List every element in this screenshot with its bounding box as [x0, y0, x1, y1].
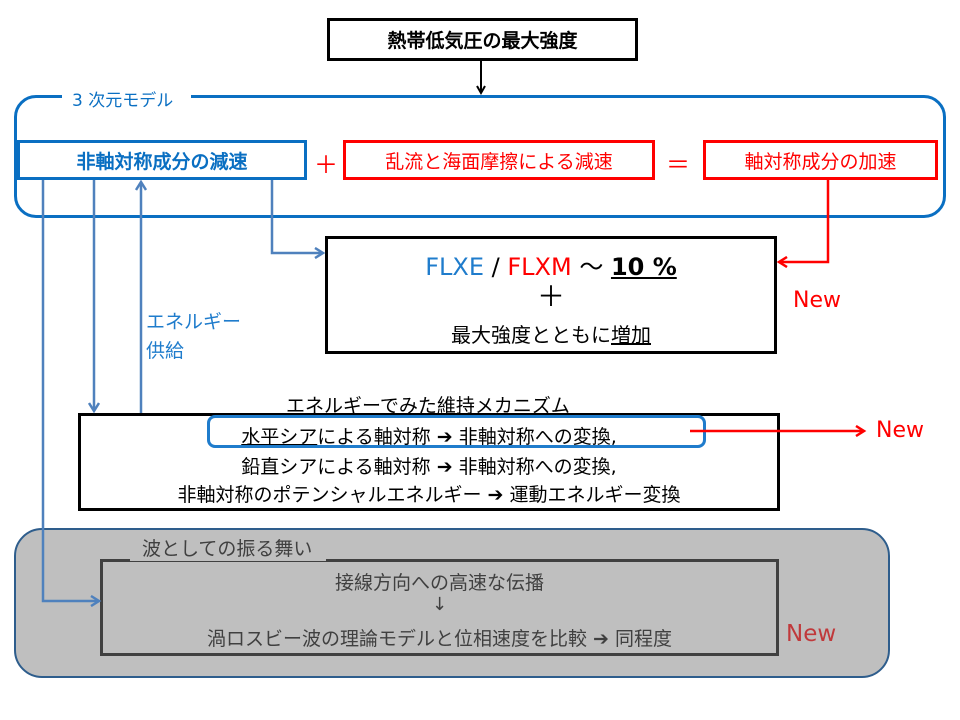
- mechanism-line-horizontal-shear: 水平シアによる軸対称 ➔ 非軸対称への変換,: [81, 422, 777, 449]
- flxm-label: FLXM: [507, 253, 572, 281]
- wave-propagation-line: 接線方向への高速な伝播: [334, 572, 544, 594]
- energy-supply-line1: エネルギー: [146, 311, 242, 333]
- increase-prefix: 最大強度とともに: [451, 323, 611, 347]
- mechanism-line-potential-energy: 非軸対称のポテンシャルエネルギー ➔ 運動エネルギー変換: [177, 484, 681, 506]
- title-text: 熱帯低気圧の最大強度: [387, 30, 578, 52]
- new-tag-mechanism: New: [876, 418, 924, 443]
- turbulence-decel-text: 乱流と海面摩擦による減速: [385, 150, 613, 173]
- approx-sign: 〜: [571, 253, 611, 281]
- horizontal-shear-rest: による軸対称 ➔ 非軸対称への変換,: [317, 426, 617, 448]
- turbulence-decel-box: 乱流と海面摩擦による減速: [343, 140, 655, 180]
- flxe-label: FLXE: [425, 253, 485, 281]
- mechanism-heading: エネルギーでみた維持メカニズム: [286, 395, 570, 417]
- horizontal-shear-highlight: [207, 415, 706, 448]
- wave-behavior-label: 波としての振る舞い: [130, 534, 327, 561]
- flux-ratio-box: FLXE / FLXM 〜 10 % ＋ 最大強度とともに増加: [325, 236, 777, 354]
- sym-accel-box: 軸対称成分の加速: [703, 140, 938, 180]
- asym-decel-text: 非軸対称成分の減速: [76, 150, 248, 173]
- increase-emphasis: 増加: [611, 323, 651, 347]
- energy-supply-line2: 供給: [146, 340, 185, 362]
- mechanism-line-vertical-shear: 鉛直シアによる軸対称 ➔ 非軸対称への変換,: [241, 456, 617, 478]
- plus-sign: ＋: [314, 151, 338, 179]
- increase-line: 最大強度とともに増加: [328, 319, 774, 348]
- energy-supply-label: エネルギー 供給: [146, 308, 241, 366]
- flux-plus-sign: ＋: [536, 280, 565, 313]
- model-group-label: 3 次元モデル: [62, 86, 192, 111]
- slash: /: [484, 253, 508, 281]
- new-tag-wave: New: [786, 621, 837, 647]
- flux-ratio-line: FLXE / FLXM 〜 10 %: [328, 247, 774, 282]
- wave-inner-box: [100, 559, 779, 656]
- title-box: 熱帯低気圧の最大強度: [327, 18, 638, 61]
- percent-value: 10 %: [610, 253, 677, 281]
- wave-down-arrow: ↓: [431, 594, 448, 615]
- horizontal-shear-term: 水平シア: [241, 426, 318, 448]
- asym-decel-box: 非軸対称成分の減速: [17, 140, 307, 180]
- new-tag-flux: New: [793, 288, 841, 313]
- wave-comparison-line: 渦ロスビー波の理論モデルと位相速度を比較 ➔ 同程度: [206, 628, 672, 650]
- model-group-frame: [14, 95, 946, 218]
- sym-accel-text: 軸対称成分の加速: [744, 150, 897, 173]
- equals-sign: ＝: [666, 151, 690, 179]
- mechanism-box: 水平シアによる軸対称 ➔ 非軸対称への変換, 鉛直シアによる軸対称 ➔ 非軸対称…: [78, 413, 780, 511]
